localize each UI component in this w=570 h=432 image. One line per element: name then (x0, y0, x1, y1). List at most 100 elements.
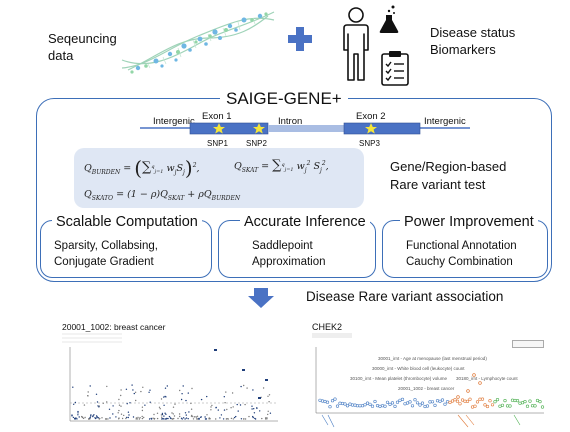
manhattan-dot (161, 412, 164, 415)
manhattan-dot (95, 415, 98, 417)
phewas-dot (480, 397, 485, 401)
manhattan-dot (267, 413, 269, 416)
manhattan-dot (109, 417, 111, 419)
manhattan-dot (184, 418, 186, 420)
manhattan-dot (185, 399, 187, 402)
phewas-dot (385, 400, 390, 404)
manhattan-dot (236, 403, 238, 406)
manhattan-dot (135, 417, 138, 419)
person-icon (343, 7, 369, 81)
phewas-annotation-1: 30001_irnt - Age at menopause (last mens… (378, 356, 487, 361)
manhattan-dot (141, 417, 144, 420)
phewas-dot (370, 404, 375, 408)
phewas-dot (520, 401, 525, 405)
manhattan-dot (112, 413, 114, 415)
manhattan-dot (105, 418, 107, 420)
manhattan-dot (222, 418, 225, 420)
test-label-line2: Rare variant test (390, 177, 486, 192)
feature-line2-scalable: Conjugate Gradient (54, 256, 154, 268)
manhattan-dot (266, 417, 268, 419)
manhattan-dot (178, 413, 181, 415)
manhattan-dot (131, 384, 133, 386)
phewas-dot (488, 399, 492, 403)
manhattan-dot (96, 401, 99, 403)
phewas-dot (540, 405, 545, 409)
phewas-dot (475, 400, 480, 404)
manhattan-dot (97, 405, 99, 407)
left-plot-subtitle (62, 333, 122, 345)
sequencing-label-line1: Seqeuncing (48, 31, 117, 46)
manhattan-dot (195, 416, 198, 418)
manhattan-dot (78, 416, 80, 418)
manhattan-dot (84, 416, 86, 419)
phewas-dot (345, 404, 350, 408)
phewas-dot (430, 400, 435, 404)
manhattan-dot (120, 405, 122, 407)
clipboard-icon (381, 51, 409, 86)
phewas-dot (423, 404, 427, 409)
manhattan-dot (148, 418, 151, 420)
manhattan-dot (89, 385, 91, 387)
test-label: Gene/Region-based Rare variant test (390, 158, 506, 194)
manhattan-dot (206, 395, 208, 398)
intergenic-right-label: Intergenic (424, 116, 466, 127)
manhattan-dot (92, 415, 94, 417)
phewas-dot (478, 381, 482, 385)
phewas-dot (335, 404, 340, 408)
phewas-dot (393, 404, 397, 409)
phewas-annotation-5: 20001_1002 - breast cancer (398, 386, 455, 391)
manhattan-dot (148, 391, 150, 393)
manhattan-dot (90, 414, 92, 416)
formula-burden: QBURDEN = (∑qj=1 wjSj)2, (84, 156, 200, 180)
plot-control[interactable] (512, 340, 544, 348)
plus-icon (288, 27, 312, 51)
left-plot-title: 20001_1002: breast cancer (62, 322, 166, 332)
manhattan-dot (223, 409, 226, 411)
manhattan-dot (192, 418, 195, 420)
manhattan-dot (200, 416, 202, 418)
phewas-dot (415, 401, 420, 405)
manhattan-dot (188, 411, 190, 413)
gene-structure (140, 122, 470, 135)
manhattan-dot (139, 417, 141, 419)
manhattan-dot (181, 418, 183, 420)
phewas-dot (518, 401, 522, 405)
manhattan-dot (268, 394, 271, 396)
manhattan-dot (107, 418, 109, 420)
manhattan-dot (190, 408, 193, 410)
manhattan-dot (226, 408, 228, 411)
manhattan-dot (77, 410, 79, 413)
phewas-annotation-2: 30000_irnt - White blood cell (leukocyte… (372, 366, 465, 371)
manhattan-dot (98, 406, 100, 408)
manhattan-dot (98, 418, 100, 420)
manhattan-dot (164, 412, 166, 414)
manhattan-dot (126, 416, 128, 419)
formula-skato: QSKATO = (1 − ρ)QSKAT + ρQBURDEN (84, 189, 241, 202)
manhattan-dot (149, 401, 151, 403)
manhattan-dot (94, 417, 96, 419)
manhattan-dot (106, 401, 108, 403)
manhattan-dot (240, 418, 243, 420)
manhattan-dot (219, 417, 221, 419)
manhattan-dot (128, 414, 130, 416)
manhattan-dot (225, 391, 227, 393)
manhattan-dot (137, 416, 139, 419)
manhattan-dot (210, 406, 212, 408)
snp2-star-icon (253, 123, 265, 134)
phewas-dot (388, 402, 392, 407)
arrow-down-icon (248, 288, 274, 308)
phewas-dot (323, 399, 327, 404)
phewas-dot (490, 403, 495, 407)
manhattan-plot (69, 347, 278, 422)
right-plot-title: CHEK2 (312, 322, 343, 332)
phewas-dot (440, 398, 445, 402)
main-title: SAIGE-GENE+ (220, 89, 348, 109)
snp2-label: SNP2 (246, 139, 267, 148)
phewas-dot (390, 401, 395, 405)
manhattan-dot (161, 416, 163, 418)
manhattan-dot (88, 418, 90, 420)
phewas-dot (368, 402, 372, 406)
manhattan-dot (261, 417, 263, 420)
manhattan-dot (254, 418, 257, 420)
manhattan-dot (237, 410, 239, 412)
